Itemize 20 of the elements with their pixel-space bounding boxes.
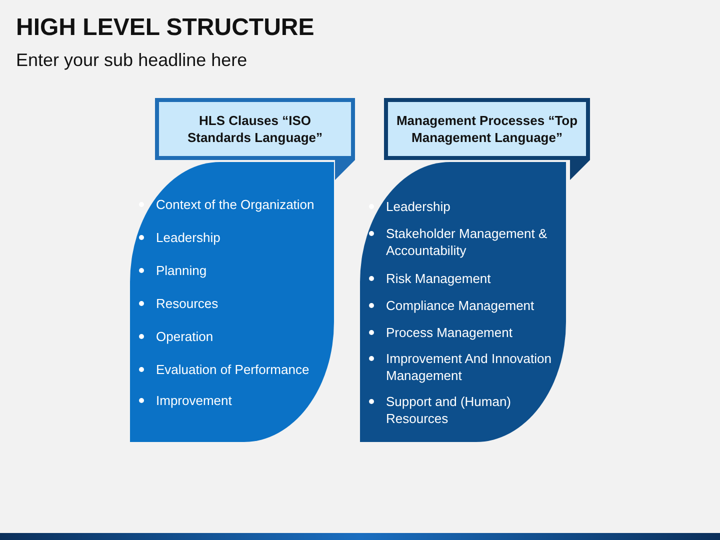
- bullet-item: Operation: [156, 329, 214, 344]
- bullet-item: Resources: [156, 296, 218, 311]
- list-panel: [360, 162, 566, 442]
- bullet-item: Stakeholder Management & Accountability: [386, 226, 548, 258]
- bullet-item: Improvement And Innovation Management: [386, 351, 552, 383]
- bullet-item: Process Management: [386, 325, 512, 340]
- bullet-item: Planning: [156, 263, 207, 278]
- bullet-item: Leadership: [156, 230, 220, 245]
- bullet-item: Leadership: [386, 199, 450, 214]
- bullet-item: Improvement: [156, 393, 232, 408]
- bullet-item: Support and (Human) Resources: [386, 394, 512, 426]
- bullet-item: Context of the Organization: [156, 197, 314, 212]
- bullet-item: Compliance Management: [386, 298, 534, 313]
- subtitle: Enter your sub headline here: [16, 50, 248, 71]
- bullet-item: Risk Management: [386, 271, 491, 286]
- list-panel: [130, 162, 334, 442]
- bullet-item: Evaluation of Performance: [156, 362, 310, 377]
- header-box: HLS Clauses “ISO Standards Language”: [155, 98, 355, 160]
- header-box: Management Processes “Top Management Language”: [384, 98, 590, 160]
- title: HIGH LEVEL STRUCTURE: [16, 14, 314, 42]
